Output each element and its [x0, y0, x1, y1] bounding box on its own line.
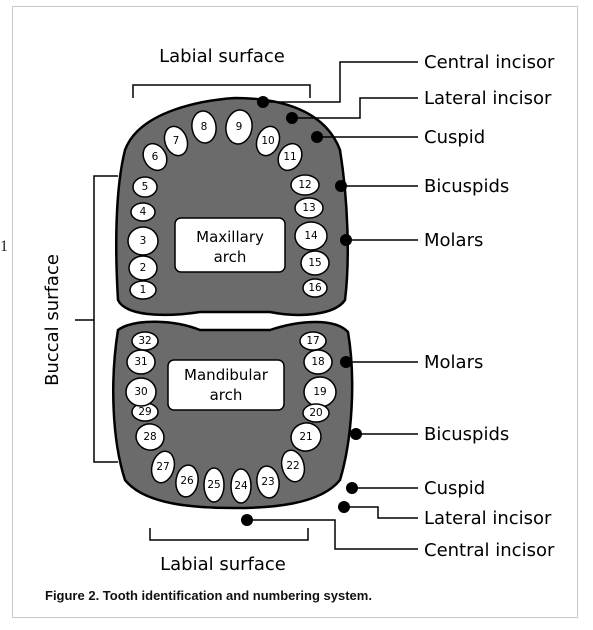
label-bicuspids-lower: Bicuspids [424, 424, 509, 445]
label-bicuspids-upper: Bicuspids [424, 176, 509, 197]
upper-tooth-number: 2 [140, 262, 147, 274]
upper-tooth-number: 9 [236, 121, 243, 133]
lower-tooth: 32 [132, 332, 158, 350]
upper-tooth-number: 12 [298, 179, 311, 191]
lower-tooth-number: 24 [234, 480, 248, 492]
lower-tooth: 31 [127, 350, 155, 374]
lower-tooth-number: 29 [138, 406, 151, 418]
upper-tooth: 1 [130, 281, 156, 299]
lower-tooth: 25 [204, 468, 224, 502]
mandibular-label-line2: arch [210, 386, 243, 404]
upper-tooth-number: 11 [283, 151, 296, 163]
label-cuspid-lower: Cuspid [424, 478, 485, 499]
maxillary-label-line1: Maxillary [196, 228, 264, 246]
upper-tooth: 3 [128, 227, 158, 255]
lower-tooth-number: 22 [286, 460, 299, 472]
mandibular-label-line1: Mandibular [184, 366, 269, 384]
lower-tooth-number: 17 [306, 335, 319, 347]
lower-tooth-number: 18 [311, 356, 324, 368]
upper-tooth: 13 [295, 198, 323, 218]
figure-caption: Figure 2. Tooth identification and numbe… [45, 588, 372, 603]
upper-tooth-number: 13 [302, 202, 315, 214]
label-lateral-incisor-lower: Lateral incisor [424, 508, 552, 529]
lower-tooth-number: 32 [138, 335, 151, 347]
lower-tooth: 18 [304, 350, 332, 374]
upper-tooth-number: 16 [308, 282, 322, 294]
upper-tooth-number: 8 [201, 121, 208, 133]
label-molars-upper: Molars [424, 230, 483, 251]
upper-tooth-number: 1 [140, 284, 147, 296]
labial-bottom-bracket [150, 528, 308, 540]
label-molars-lower: Molars [424, 352, 483, 373]
label-lateral-incisor-upper: Lateral incisor [424, 88, 552, 109]
upper-tooth: 12 [291, 175, 319, 195]
labial-surface-bottom-label: Labial surface [160, 554, 286, 575]
lower-tooth-number: 26 [180, 475, 194, 487]
upper-tooth: 5 [133, 177, 157, 197]
lower-tooth-number: 25 [207, 479, 220, 491]
upper-tooth-number: 14 [304, 230, 318, 242]
lower-tooth-number: 31 [134, 356, 147, 368]
upper-tooth: 16 [303, 279, 327, 297]
lower-tooth: 19 [304, 377, 336, 407]
lower-tooth: 17 [300, 332, 326, 350]
buccal-bracket [75, 176, 118, 462]
label-central-incisor-upper: Central incisor [424, 52, 555, 73]
upper-tooth-number: 4 [140, 206, 147, 218]
upper-tooth: 14 [295, 222, 327, 250]
upper-tooth-number: 5 [142, 181, 149, 193]
label-central-incisor-lower: Central incisor [424, 540, 555, 561]
upper-tooth: 15 [301, 251, 329, 275]
upper-tooth: 2 [129, 256, 157, 280]
buccal-surface-label: Buccal surface [42, 254, 63, 386]
lower-tooth-number: 19 [313, 386, 326, 398]
upper-tooth-number: 7 [173, 135, 180, 147]
upper-tooth: 4 [131, 203, 155, 221]
upper-tooth-number: 10 [261, 135, 274, 147]
maxillary-label-line2: arch [214, 248, 247, 266]
upper-tooth-number: 6 [152, 151, 159, 163]
lower-tooth-number: 23 [261, 476, 274, 488]
labial-top-bracket [133, 85, 310, 98]
lower-tooth: 30 [126, 378, 156, 406]
label-cuspid-upper: Cuspid [424, 127, 485, 148]
lower-tooth-number: 21 [299, 431, 312, 443]
lower-tooth: 20 [303, 404, 329, 422]
labial-surface-top-label: Labial surface [159, 46, 285, 67]
lower-tooth-number: 20 [309, 407, 322, 419]
lower-tooth-number: 27 [156, 461, 169, 473]
lower-tooth-number: 28 [143, 431, 156, 443]
lower-tooth-number: 30 [134, 386, 147, 398]
upper-tooth-number: 3 [140, 235, 147, 247]
upper-tooth-number: 15 [308, 257, 321, 269]
lower-tooth: 24 [231, 469, 251, 503]
